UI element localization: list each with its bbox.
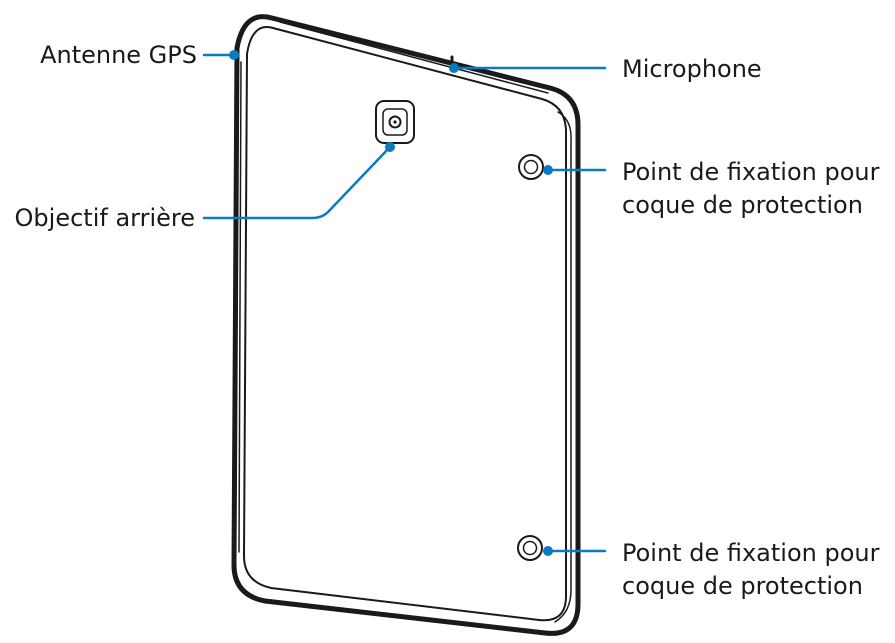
dot-microphone [449, 63, 459, 73]
camera-outer-square [375, 100, 415, 144]
dot-attach-top [543, 165, 553, 175]
camera-inner-square [382, 108, 408, 136]
tablet-side-depth [238, 61, 242, 553]
camera-lens-center [393, 120, 397, 124]
tablet-back-panel [243, 26, 567, 622]
attach-point-top-marker [518, 154, 544, 180]
dot-attach-bottom [543, 546, 553, 556]
label-attach-top-line2: coque de protection [622, 191, 863, 219]
camera-lens [388, 115, 402, 129]
rear-camera [375, 100, 415, 144]
tablet-body [231, 14, 581, 636]
label-attach-top-line1: Point de fixation pour [622, 158, 880, 186]
dot-gps-antenna [229, 50, 239, 60]
label-attach-bottom-line1: Point de fixation pour [622, 539, 880, 567]
label-rear-camera: Objectif arrière [15, 204, 195, 232]
label-attach-bottom-line2: coque de protection [622, 572, 863, 600]
label-gps-antenna: Antenne GPS [40, 41, 197, 69]
leader-dots [229, 50, 553, 556]
attach-point-bottom-marker [517, 535, 543, 561]
label-microphone: Microphone [622, 55, 762, 83]
tablet-side-rail [554, 111, 572, 623]
tablet-top-edge [279, 21, 549, 94]
leader-lines [202, 53, 607, 553]
dot-rear-camera [385, 142, 395, 152]
leader-rear-camera [202, 145, 392, 220]
tablet-outer-rim [231, 14, 581, 636]
